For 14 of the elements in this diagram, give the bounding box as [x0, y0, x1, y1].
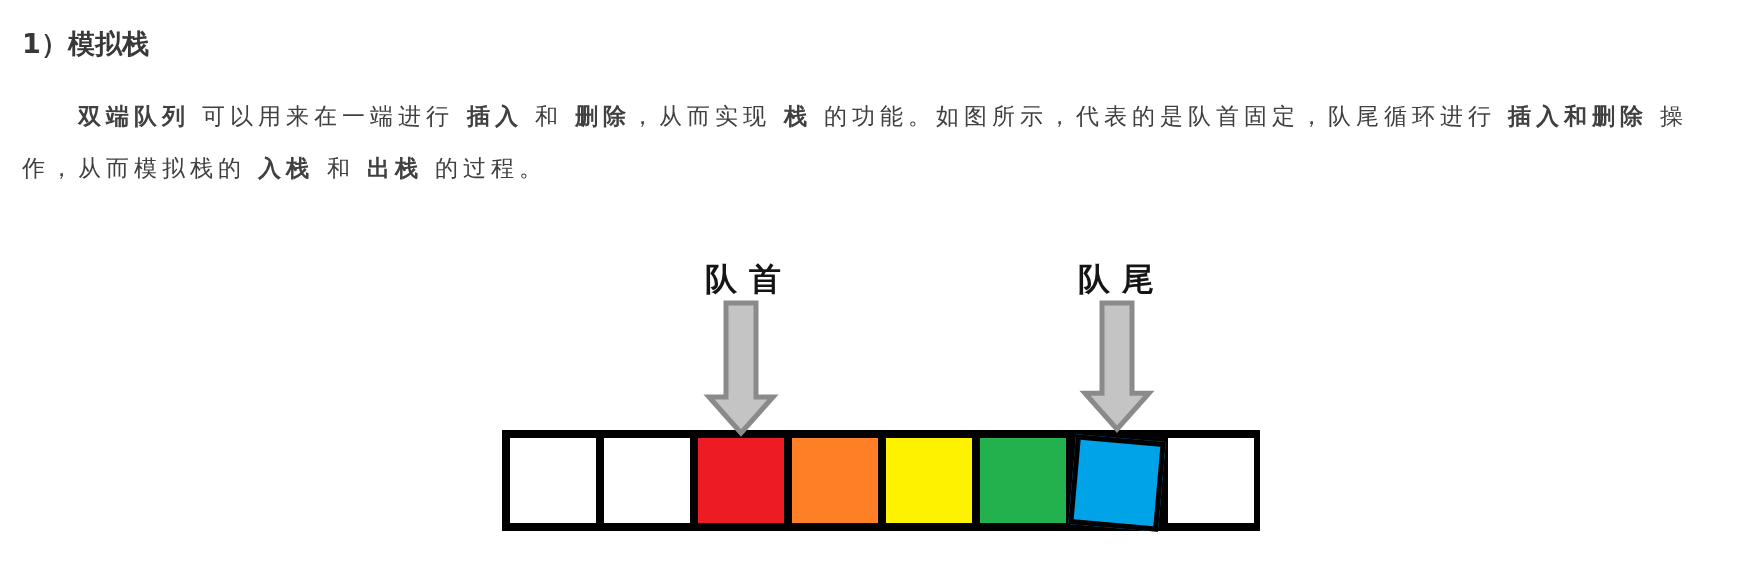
array-slot [1068, 434, 1166, 532]
pointer-label: 队尾 [1066, 262, 1166, 296]
array-slot [510, 438, 596, 523]
array-slot [980, 438, 1066, 523]
array-slot [698, 438, 784, 523]
pointer-label: 队首 [693, 262, 793, 296]
block-arrow [703, 300, 779, 437]
body-paragraph: 双端队列 可以用来在一端进行 插入和删除，从而实现 栈 的功能。如图所示，代表的是队首固定，队尾循环进行 插入和删除 操作，从而模拟栈的 入栈 和 出栈 的过程。 [22, 102, 1690, 183]
array-slot [604, 438, 690, 523]
array-slot [1168, 438, 1254, 523]
array-slot [792, 438, 878, 523]
section-heading: 1）模拟栈 [22, 27, 149, 61]
block-arrow [1079, 300, 1155, 433]
array-slot [886, 438, 972, 523]
